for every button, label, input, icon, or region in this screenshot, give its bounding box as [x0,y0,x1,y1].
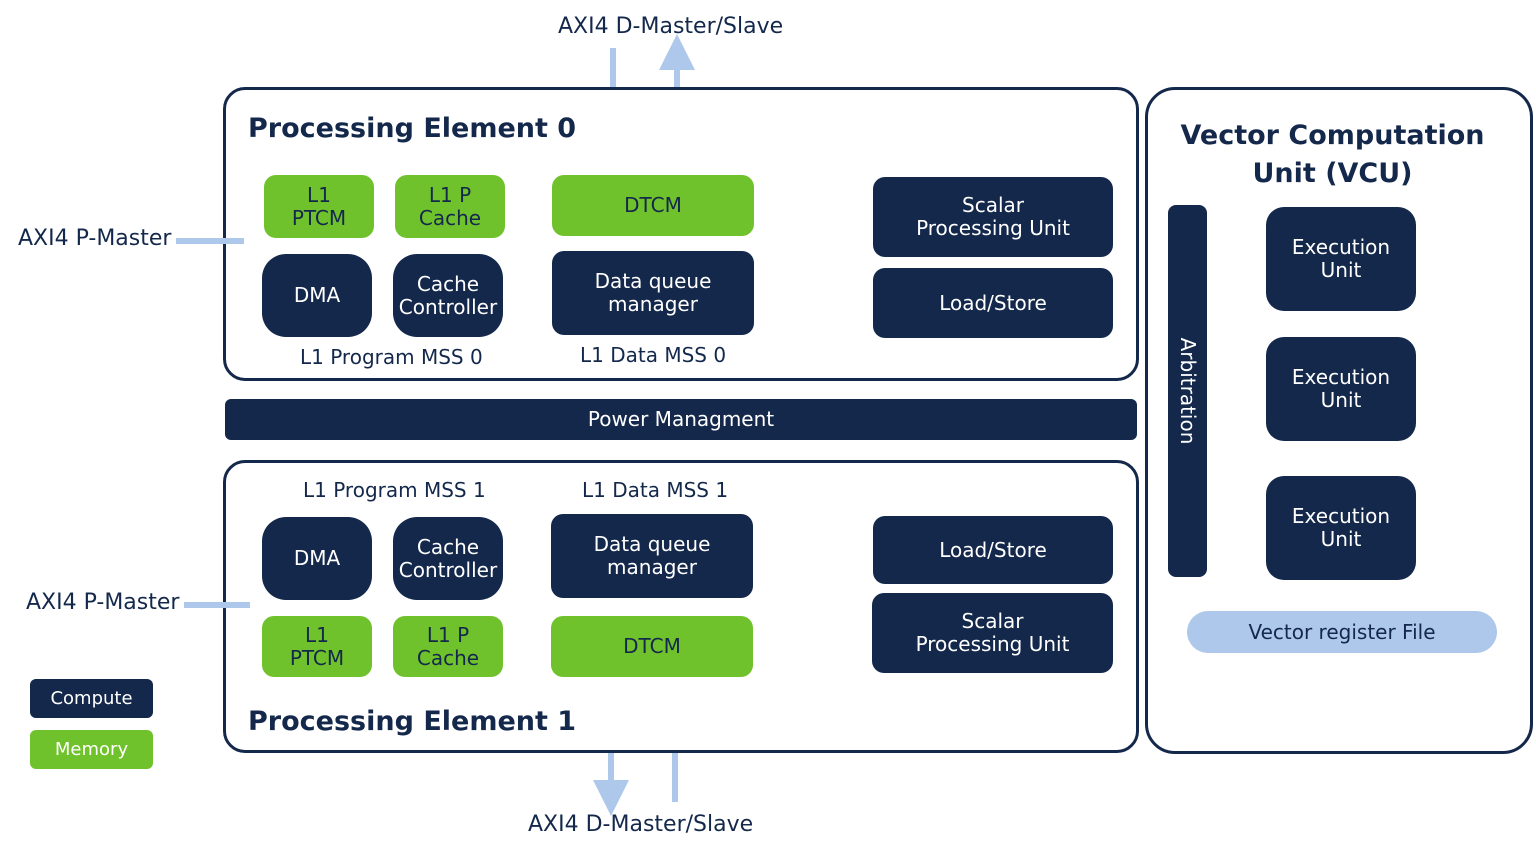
pe0-dma: DMA [262,254,372,337]
pe1-l1-ptcm: L1 PTCM [262,616,372,677]
execution-unit-3: Execution Unit [1266,476,1416,580]
arbitration-bar: Arbitration [1168,205,1207,577]
power-management-bar: Power Managment [225,399,1137,440]
pe1-load-store: Load/Store [873,516,1113,584]
pe0-scalar-processing-unit: Scalar Processing Unit [873,177,1113,257]
pe1-data-mss-label: L1 Data MSS 1 [582,478,729,502]
pe1-cache-controller: Cache Controller [393,517,503,600]
pe1-program-mss-label: L1 Program MSS 1 [303,478,486,502]
vector-register-file: Vector register File [1187,611,1497,653]
pe0-cache-controller: Cache Controller [393,254,503,337]
pe0-load-store: Load/Store [873,268,1113,338]
bottom-bus-label: AXI4 D-Master/Slave [528,812,754,837]
pe0-port-wire [176,238,244,244]
execution-unit-2: Execution Unit [1266,337,1416,441]
pe1-dtcm: DTCM [551,616,753,677]
pe0-l1-ptcm: L1 PTCM [264,175,374,238]
pe1-dma: DMA [262,517,372,600]
legend-memory: Memory [30,730,153,769]
legend-compute: Compute [30,679,153,718]
pe1-l1-p-cache: L1 P Cache [393,616,503,677]
pe1-scalar-processing-unit: Scalar Processing Unit [872,593,1113,673]
pe0-data-queue-manager: Data queue manager [552,251,754,335]
pe1-data-queue-manager: Data queue manager [551,514,753,598]
pe0-program-mss-label: L1 Program MSS 0 [300,345,483,369]
pe1-title: Processing Element 1 [248,706,577,737]
arbitration-label: Arbitration [1175,337,1200,445]
pe0-l1-p-cache: L1 P Cache [395,175,505,238]
execution-unit-1: Execution Unit [1266,207,1416,311]
pe0-dtcm: DTCM [552,175,754,236]
pe1-port-label: AXI4 P-Master [26,590,180,615]
pe0-data-mss-label: L1 Data MSS 0 [580,343,727,367]
pe0-title: Processing Element 0 [248,113,577,144]
vcu-title: Vector Computation Unit (VCU) [1180,120,1485,189]
pe1-port-wire [184,602,250,608]
pe0-port-label: AXI4 P-Master [18,226,172,251]
